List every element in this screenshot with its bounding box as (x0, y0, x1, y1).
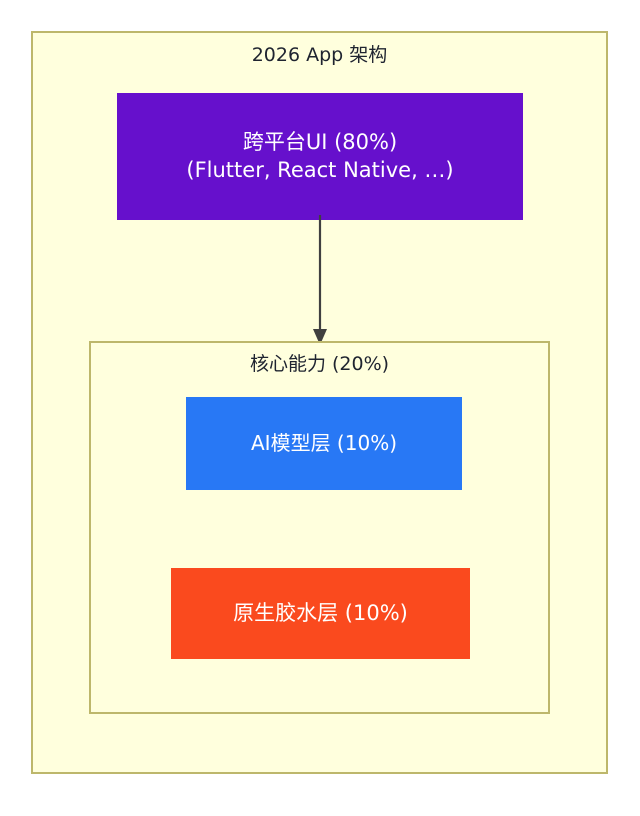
node-ai-model-layer-label: AI模型层 (10%) (251, 431, 397, 456)
node-native-glue-layer[interactable]: 原生胶水层 (10%) (171, 568, 470, 659)
node-native-glue-layer-label: 原生胶水层 (10%) (233, 600, 408, 625)
node-cross-platform-ui-line2: (Flutter, React Native, …) (186, 157, 454, 182)
node-cross-platform-ui[interactable]: 跨平台UI (80%) (Flutter, React Native, …) (117, 93, 523, 220)
outer-container-title: 2026 App 架构 (251, 44, 388, 66)
inner-container-title: 核心能力 (20%) (249, 353, 390, 375)
node-ai-model-layer[interactable]: AI模型层 (10%) (186, 397, 462, 490)
node-cross-platform-ui-line1: 跨平台UI (80%) (242, 129, 398, 154)
